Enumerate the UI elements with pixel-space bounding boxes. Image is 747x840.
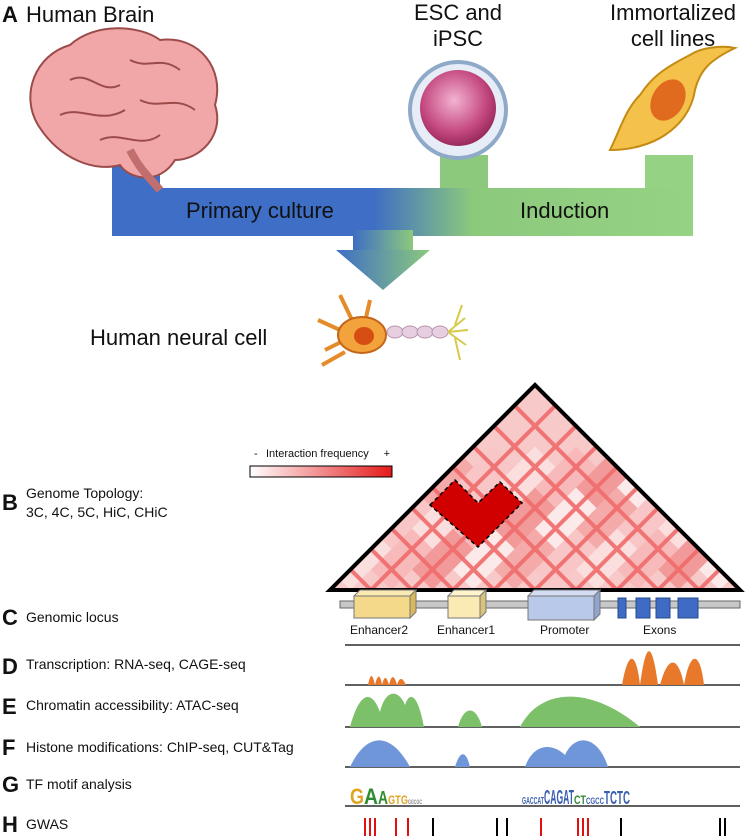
- heatmap-gridline: [410, 385, 714, 590]
- enhancer2-label: Enhancer2: [350, 623, 409, 637]
- rna-seq-track: [368, 651, 704, 685]
- gwas-label: GWAS: [26, 816, 69, 832]
- transcription-label: Transcription: RNA-seq, CAGE-seq: [26, 656, 246, 672]
- promoter-label: Promoter: [540, 623, 590, 637]
- human-neural-cell-label: Human neural cell: [90, 325, 268, 350]
- atac-seq-track: [350, 693, 640, 727]
- gwas-track: [364, 818, 726, 836]
- neuron-illustration: [317, 294, 469, 367]
- esc-ipsc-label: ESC and iPSC: [410, 0, 506, 52]
- genomic-locus: [339, 588, 741, 622]
- genomic-locus-label: Genomic locus: [26, 609, 119, 625]
- imm-line2: cell lines: [630, 26, 716, 51]
- heatmap-cell: [678, 446, 720, 488]
- stem-cell-illustration: [408, 60, 508, 160]
- heatmap-cell: [719, 528, 740, 570]
- svg-text:GTG: GTG: [388, 793, 408, 807]
- heatmap-cell: [699, 508, 740, 549]
- legend-plus: +: [383, 448, 390, 460]
- panel-b-letter: B: [2, 490, 18, 515]
- genome-topology-title: Genome Topology:: [26, 485, 144, 501]
- induction-label: Induction: [520, 198, 610, 223]
- heatmap-cell: [330, 528, 351, 570]
- heatmap-cell: [658, 467, 699, 508]
- exons-label: Exons: [643, 623, 677, 637]
- genome-topology-label: Genome Topology: 3C, 4C, 5C, HiC, CHiC: [26, 484, 168, 522]
- heatmap-cell: [678, 487, 720, 529]
- heatmap-gridline: [615, 385, 740, 590]
- enhancer1-label: Enhancer1: [437, 623, 496, 637]
- heatmap-cell: [330, 508, 371, 549]
- human-brain-label: Human Brain: [26, 2, 155, 27]
- panel-f-letter: F: [2, 735, 16, 760]
- flow-arrow: [112, 155, 693, 290]
- heatmap-cell: [740, 549, 747, 590]
- panel-e-letter: E: [2, 694, 17, 719]
- primary-culture-label: Primary culture: [186, 198, 334, 223]
- svg-text:A: A: [364, 784, 378, 809]
- heatmap-gridline: [738, 385, 740, 590]
- panel-a-letter: A: [2, 2, 18, 27]
- svg-text:CAGAT: CAGAT: [544, 787, 574, 809]
- heatmap-cell: [637, 446, 679, 488]
- svg-text:A: A: [378, 788, 388, 808]
- imm-line1: Immortalized: [610, 0, 736, 25]
- tf-motif-logos: G A A GTG GGCGC GACCAT CAGAT CT CGCC TCT…: [350, 784, 630, 809]
- svg-text:GGCGC: GGCGC: [408, 800, 422, 806]
- heatmap-gridline: [356, 385, 660, 590]
- heatmap-cell: [350, 487, 392, 529]
- tf-motif-label: TF motif analysis: [26, 776, 132, 792]
- panel-h-letter: H: [2, 812, 18, 837]
- heatmap-cell: [740, 467, 747, 508]
- svg-text:G: G: [350, 784, 364, 809]
- esc-line2: iPSC: [432, 26, 484, 51]
- heatmap-gridline: [397, 385, 701, 590]
- interaction-frequency-bar: [249, 465, 393, 478]
- svg-text:CT: CT: [574, 793, 586, 807]
- panel-c-letter: C: [2, 605, 18, 630]
- histone-track: [350, 740, 608, 767]
- genome-topology-methods: 3C, 4C, 5C, HiC, CHiC: [26, 504, 168, 520]
- panel-g-letter: G: [2, 772, 20, 797]
- heatmap-cell: [391, 446, 433, 488]
- heatmap-cell: [330, 487, 351, 529]
- legend-minus: -: [254, 448, 258, 460]
- chromatin-accessibility-label: Chromatin accessibility: ATAC-seq: [26, 697, 239, 713]
- heatmap-gridline: [330, 385, 455, 590]
- svg-text:TCTC: TCTC: [604, 788, 630, 808]
- immortalized-label: Immortalized cell lines: [600, 0, 746, 52]
- heatmap-cell: [719, 446, 740, 488]
- heatmap-gridline: [369, 385, 673, 590]
- heatmap-gridline: [697, 385, 740, 590]
- heatmap-cell: [699, 467, 740, 508]
- panel-d-letter: D: [2, 654, 18, 679]
- immortalized-cell-illustration: [608, 45, 739, 152]
- svg-text:CGCC: CGCC: [586, 796, 604, 806]
- heatmap-cell: [740, 508, 747, 549]
- esc-line1: ESC and: [413, 0, 503, 25]
- histone-modifications-label: Histone modifications: ChIP-seq, CUT&Tag: [26, 739, 294, 755]
- heatmap-gridline: [725, 385, 740, 590]
- legend-text: Interaction frequency: [266, 448, 369, 460]
- brain-illustration: [29, 27, 219, 193]
- svg-text:GACCAT: GACCAT: [522, 796, 544, 807]
- heatmap-cell: [719, 487, 740, 529]
